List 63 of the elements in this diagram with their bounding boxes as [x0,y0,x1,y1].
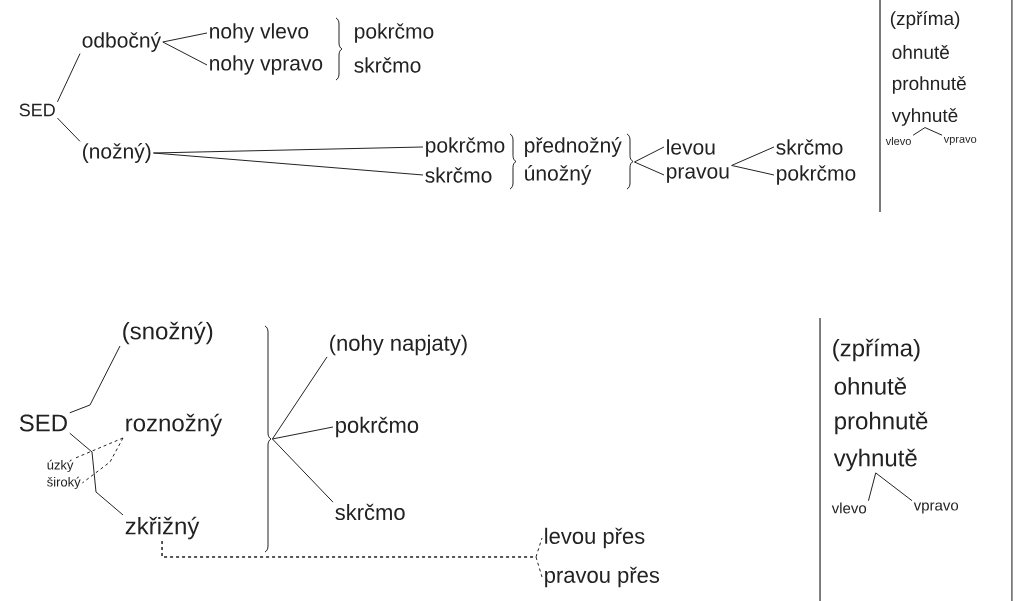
connector-line [161,540,543,578]
connector-line [731,164,775,176]
term-text: (zpříma) [833,338,920,362]
term-text: přednožný [525,137,622,157]
term-text: SED [19,414,67,432]
term-text: vlevo [885,136,911,146]
term-text: levou přes [545,527,645,549]
term-text: skrčmo [776,139,843,155]
term-text: únožný [525,165,592,185]
brace [509,133,517,190]
term-text: úzký [47,459,74,473]
connector-line [69,432,124,516]
term-text: široký [47,476,81,490]
connector-line [875,472,913,502]
connector-line [162,32,208,43]
term-text: levou [667,139,715,155]
term-text: vyhnutě [833,448,917,472]
connector-line [69,345,121,414]
term-text: odbočný [82,32,162,52]
connector-line [56,53,81,103]
term-text: skrčmo [335,503,405,521]
term-text: skrčmo [425,167,492,183]
connector-line [74,437,124,459]
term-text: pokrčmo [336,416,419,438]
connector-line [81,437,124,484]
connector-line [731,146,775,166]
term-text: (nohy napjaty) [330,334,467,356]
term-text: ohnutě [834,377,907,395]
term-text: ohnutě [892,45,949,59]
connector-line [912,127,926,136]
term-text: skrčmo [354,57,421,73]
term-text: (nožný) [83,143,151,163]
brace [626,133,634,190]
term-text: prohnutě [892,76,966,94]
brace [335,17,343,81]
term-text: vpravo [943,136,977,146]
connector-line [271,356,328,440]
term-text: pravou přes [545,566,660,588]
connector-line [271,438,334,503]
term-text: zkřižný [125,516,200,540]
connector-line [56,117,81,142]
connector-line [867,472,877,502]
connector-line [152,152,424,176]
term-text: pokrčmo [777,165,856,185]
term-text: pokrčmo [355,23,434,43]
term-text: (zpříma) [890,11,960,29]
term-text: vyhnutě [891,108,958,126]
brace [264,325,272,553]
term-text: nohy vpravo [210,55,323,75]
connector-line [271,426,334,440]
connector-line [924,127,943,136]
connector-line [633,161,665,176]
term-text: pokrčmo [426,137,505,157]
term-text: (snožný) [123,321,213,345]
term-text: prohnutě [835,411,928,435]
term-text: pravou [667,167,729,183]
connector-line [162,41,208,66]
connector-line [633,146,665,163]
term-text: nohy vlevo [210,23,309,43]
term-text: vlevo [831,502,867,514]
term-text: vpravo [913,502,959,514]
term-text: roznožný [126,413,223,437]
term-text: SED [19,103,55,117]
